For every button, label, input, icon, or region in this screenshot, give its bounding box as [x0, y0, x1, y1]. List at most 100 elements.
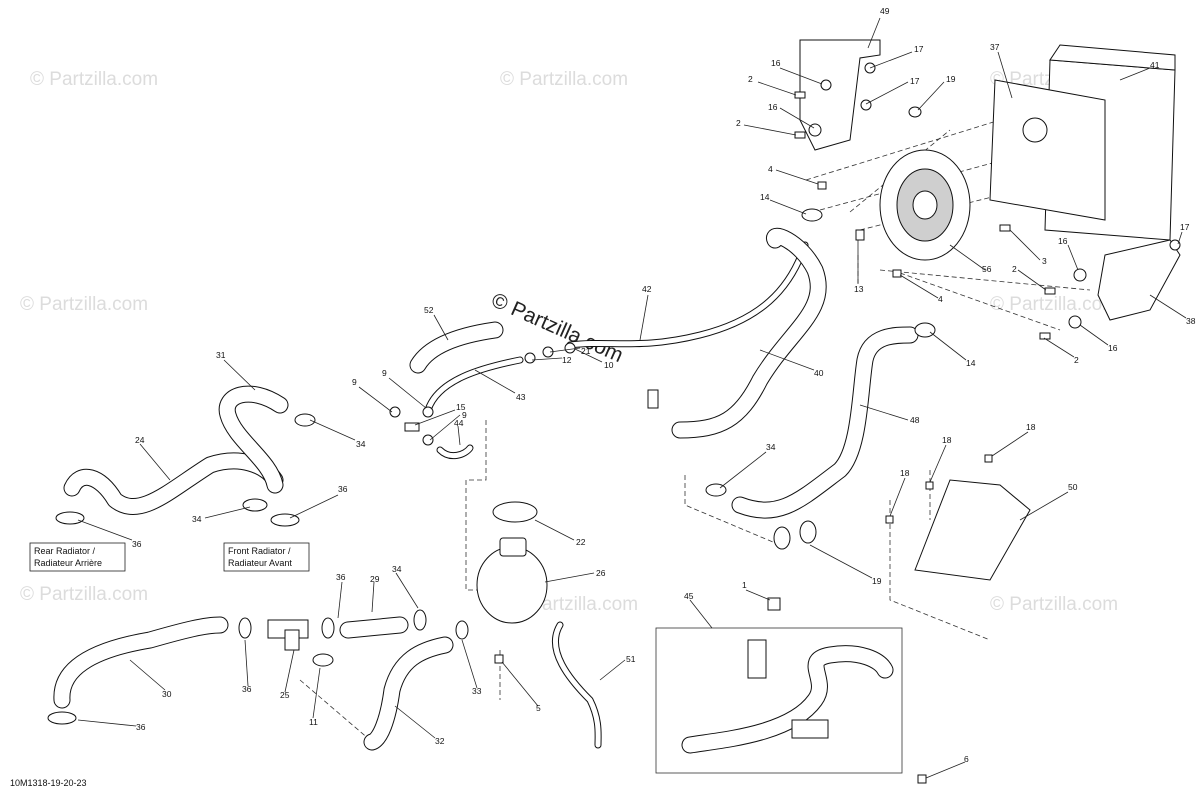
callout-43: 43: [516, 392, 526, 402]
callout-50: 50: [1068, 482, 1078, 492]
callout-18: 18: [942, 435, 952, 445]
cap-1: [767, 597, 781, 611]
watermark: © Partzilla.com: [20, 294, 148, 315]
watermark: © Partzilla.com: [990, 294, 1118, 315]
callout-56: 56: [982, 264, 992, 274]
callout-11: 11: [309, 717, 318, 727]
screw-5: [494, 654, 504, 664]
clamp-36: [321, 617, 335, 639]
callout-30: 30: [162, 689, 172, 699]
callout-36: 36: [336, 572, 346, 582]
callout-5: 5: [536, 703, 541, 713]
callout-36: 36: [136, 722, 146, 732]
callout-36: 36: [338, 484, 348, 494]
front-radiator-label-line1: Front Radiator /: [228, 546, 291, 556]
figure-reference: 10M1318-19-20-23: [10, 778, 87, 788]
callout-17: 17: [910, 76, 920, 86]
callout-17: 17: [914, 44, 924, 54]
callout-44: 44: [454, 418, 464, 428]
bracket-49: [799, 39, 881, 151]
callout-49: 49: [880, 6, 890, 16]
callout-37: 37: [990, 42, 1000, 52]
callout-13: 13: [854, 284, 864, 294]
callout-2: 2: [748, 74, 753, 84]
fitting-10: [564, 342, 576, 354]
callout-15: 15: [456, 402, 466, 412]
hose-43: [424, 356, 524, 414]
clamp-34: [294, 413, 316, 427]
bracket-38: [1097, 239, 1181, 321]
watermark: © Partzilla.com: [990, 594, 1118, 615]
callout-16: 16: [1108, 343, 1118, 353]
clamp-33: [455, 620, 469, 640]
callout-38: 38: [1186, 316, 1196, 326]
callout-10: 10: [604, 360, 614, 370]
callout-17: 17: [1180, 222, 1190, 232]
callout-18: 18: [1026, 422, 1036, 432]
nut-4: [817, 181, 827, 190]
clamp-19: [773, 526, 791, 550]
front-radiator-label-line2: Radiateur Avant: [228, 558, 292, 568]
spacer-13: [855, 229, 865, 241]
cap-22: [492, 501, 538, 523]
bracket-45b: [791, 719, 829, 739]
nut-4: [892, 269, 902, 278]
callout-51: 51: [626, 654, 636, 664]
shroud-37: [989, 79, 1106, 221]
callout-29: 29: [370, 574, 380, 584]
callouts: 49 17 16 2 17 16 2 19 37 41 4 14 3 17 16…: [132, 6, 1196, 764]
callout-31: 31: [216, 350, 226, 360]
callout-22: 22: [576, 537, 586, 547]
callout-3: 3: [1042, 256, 1047, 266]
callout-9: 9: [382, 368, 387, 378]
clamp-14: [914, 322, 936, 338]
watermark: © Partzilla.com: [20, 584, 148, 605]
hoses: [53, 227, 919, 754]
clamp-36: [47, 711, 77, 725]
watermark: © Partzilla.com: [500, 69, 628, 90]
callout-14: 14: [966, 358, 976, 368]
front-radiator-label-box: [223, 542, 310, 572]
callout-26: 26: [596, 568, 606, 578]
rear-radiator-label-line1: Rear Radiator /: [34, 546, 96, 556]
screw-2: [1039, 332, 1051, 340]
fitting-9: [422, 434, 434, 446]
nut-17: [860, 99, 872, 111]
screw-2: [794, 131, 806, 139]
screw-2: [794, 91, 806, 99]
grommet-16: [820, 79, 832, 91]
callout-36: 36: [132, 539, 142, 549]
screw-2: [1044, 287, 1056, 295]
hose-45: [681, 645, 894, 754]
screw-18: [984, 454, 993, 463]
callout-45: 45: [684, 591, 694, 601]
callout-52: 52: [424, 305, 434, 315]
callout-14: 14: [760, 192, 770, 202]
callout-6: 6: [964, 754, 969, 764]
callout-33: 33: [472, 686, 482, 696]
callout-34: 34: [766, 442, 776, 452]
clamp-36: [55, 511, 85, 525]
nut-17: [1169, 239, 1181, 251]
callout-24: 24: [135, 435, 145, 445]
callout-41: 41: [1150, 60, 1160, 70]
grommet-16: [1073, 268, 1087, 282]
fitting-12: [524, 352, 536, 364]
callout-4: 4: [768, 164, 773, 174]
center-watermark: © Partzilla.com: [488, 289, 627, 368]
callout-34: 34: [356, 439, 366, 449]
callout-16: 16: [771, 58, 781, 68]
grommet-16: [1068, 315, 1082, 329]
callout-34: 34: [392, 564, 402, 574]
reservoir-26: [476, 546, 548, 624]
callout-19: 19: [872, 576, 882, 586]
callout-2: 2: [1012, 264, 1017, 274]
screw-3: [999, 224, 1011, 232]
rear-radiator-label-line2: Radiateur Arrière: [34, 558, 102, 568]
fitting-9: [389, 406, 401, 418]
callout-9: 9: [352, 377, 357, 387]
callout-25: 25: [280, 690, 290, 700]
callout-42: 42: [642, 284, 652, 294]
